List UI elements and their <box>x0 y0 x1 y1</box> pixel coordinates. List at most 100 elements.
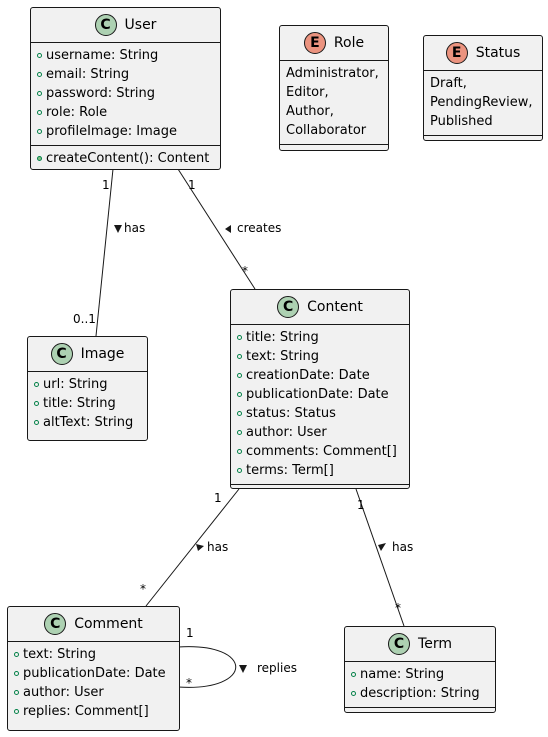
label-user-image: has <box>124 221 146 235</box>
public-visibility-icon <box>14 652 19 657</box>
attribute: author: User <box>231 423 409 442</box>
edge-user-content <box>177 168 256 290</box>
attributes-section: name: String description: String <box>345 662 495 708</box>
mult-content-comment-from: 1 <box>214 491 222 505</box>
mult-content-term-from: 1 <box>357 498 365 512</box>
public-visibility-icon <box>37 91 42 96</box>
class-name: Content <box>307 299 363 315</box>
label-comment-self: replies <box>257 661 297 675</box>
arrow-content-comment <box>196 544 204 551</box>
public-visibility-icon <box>237 449 242 454</box>
class-term[interactable]: C Term name: String description: String <box>344 626 496 713</box>
method: createContent(): Content <box>31 149 220 168</box>
mult-user-content-to: * <box>242 264 248 278</box>
mult-comment-self-to: * <box>186 676 192 690</box>
arrow-user-image <box>114 225 122 233</box>
mult-user-content-from: 1 <box>188 178 196 192</box>
edge-content-comment <box>145 488 240 607</box>
class-comment[interactable]: C Comment text: String publicationDate: … <box>7 606 180 731</box>
public-visibility-icon <box>34 401 39 406</box>
empty-section <box>231 485 409 491</box>
attribute: comments: Comment[] <box>231 442 409 461</box>
attribute: author: User <box>8 683 179 702</box>
edge-user-image <box>95 168 114 337</box>
public-visibility-icon <box>34 420 39 425</box>
enum-status-header: E Status <box>424 36 542 71</box>
label-user-content: creates <box>237 221 282 235</box>
attribute: url: String <box>28 375 147 394</box>
public-visibility-icon <box>14 709 19 714</box>
class-term-header: C Term <box>345 627 495 662</box>
class-stereotype-icon: C <box>44 613 67 635</box>
attribute: terms: Term[] <box>231 461 409 480</box>
class-stereotype-icon: C <box>277 296 300 318</box>
public-visibility-icon <box>237 392 242 397</box>
methods-section: createContent(): Content <box>31 146 220 172</box>
class-comment-header: C Comment <box>8 607 179 642</box>
public-visibility-icon <box>237 468 242 473</box>
public-visibility-icon <box>237 373 242 378</box>
public-visibility-icon <box>237 354 242 359</box>
empty-section <box>280 145 388 151</box>
public-visibility-icon <box>237 335 242 340</box>
class-name: Comment <box>74 616 143 632</box>
label-content-term: has <box>392 540 414 554</box>
attribute: text: String <box>8 645 179 664</box>
attributes-section: text: String publicationDate: Date autho… <box>8 642 179 725</box>
public-visibility-icon <box>351 672 356 677</box>
public-visibility-icon <box>351 691 356 696</box>
enum-value: Published <box>430 114 493 129</box>
class-image-header: C Image <box>28 337 147 372</box>
enum-role[interactable]: E Role Administrator, Editor, Author, Co… <box>279 25 389 151</box>
public-visibility-icon <box>37 72 42 77</box>
public-visibility-icon <box>34 382 39 387</box>
attribute: name: String <box>345 665 495 684</box>
attributes-section: url: String title: String altText: Strin… <box>28 372 147 436</box>
class-name: Image <box>80 346 125 362</box>
attribute: altText: String <box>28 413 147 432</box>
class-content-header: C Content <box>231 290 409 325</box>
enum-value: Editor, <box>286 85 329 100</box>
enum-value: Draft, <box>430 76 467 91</box>
arrow-content-term <box>378 543 386 551</box>
attribute: description: String <box>345 684 495 703</box>
class-user[interactable]: C User username: String email: String pa… <box>30 7 221 170</box>
values-section: Draft, PendingReview, Published <box>424 71 542 136</box>
mult-user-image-from: 1 <box>102 178 110 192</box>
attributes-section: username: String email: String password:… <box>31 43 220 146</box>
edge-comment-self <box>177 646 236 688</box>
enum-value: Author, <box>286 104 334 119</box>
public-visibility-icon <box>37 129 42 134</box>
mult-content-term-to: * <box>395 601 401 615</box>
attribute: username: String <box>31 46 220 65</box>
enum-stereotype-icon: E <box>303 32 326 54</box>
public-visibility-icon <box>237 411 242 416</box>
mult-user-image-to: 0..1 <box>73 312 96 326</box>
mult-comment-self-from: 1 <box>186 626 194 640</box>
arrow-comment-self <box>239 665 247 673</box>
public-visibility-icon <box>14 671 19 676</box>
enum-value: PendingReview, <box>430 95 533 110</box>
class-name: User <box>124 17 157 33</box>
arrow-user-content <box>225 225 231 233</box>
class-stereotype-icon: C <box>388 633 411 655</box>
attribute: role: Role <box>31 103 220 122</box>
class-user-header: C User <box>31 8 220 43</box>
enum-value: Administrator, <box>286 66 379 81</box>
enum-name: Status <box>475 45 521 61</box>
enum-role-header: E Role <box>280 26 388 61</box>
public-visibility-icon <box>14 690 19 695</box>
attribute: title: String <box>231 328 409 347</box>
public-method-icon <box>37 156 42 161</box>
enum-status[interactable]: E Status Draft, PendingReview, Published <box>423 35 543 141</box>
enum-name: Role <box>333 35 365 51</box>
attribute: status: Status <box>231 404 409 423</box>
class-content[interactable]: C Content title: String text: String cre… <box>230 289 410 489</box>
enum-stereotype-icon: E <box>445 42 468 64</box>
edge-content-term <box>355 488 405 627</box>
attribute: replies: Comment[] <box>8 702 179 721</box>
enum-value: Collaborator <box>286 123 367 138</box>
mult-content-comment-to: * <box>140 582 146 596</box>
class-image[interactable]: C Image url: String title: String altTex… <box>27 336 148 441</box>
